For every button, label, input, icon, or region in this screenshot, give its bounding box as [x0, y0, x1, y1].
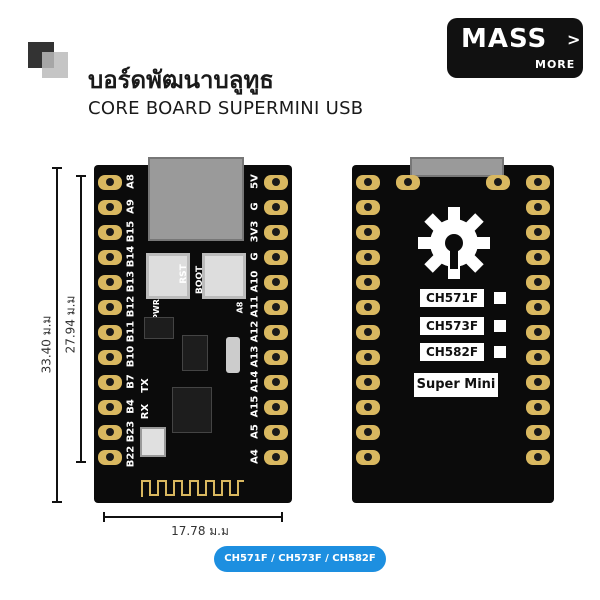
- dim-width: 17.78 ม.ม: [171, 524, 229, 538]
- pad-right: [264, 400, 288, 415]
- pad-right: [526, 325, 550, 340]
- chip-label-ch571f: CH571F: [420, 289, 484, 307]
- pad-left: [98, 325, 122, 340]
- pad-right: [526, 300, 550, 315]
- pad-inner: [486, 175, 510, 190]
- usb-connector-back: [410, 157, 504, 177]
- page-title: บอร์ดพัฒนาบลูทูธ: [88, 66, 274, 94]
- brand-name: MASS: [461, 24, 548, 54]
- pad-left: [98, 425, 122, 440]
- arrow-icon: >: [567, 30, 581, 49]
- pad-right: [264, 250, 288, 265]
- chip-variants-tag: CH571F / CH573F / CH582F: [214, 546, 386, 572]
- brand-logo: MASS > MORE: [447, 18, 583, 78]
- pad-right: [264, 375, 288, 390]
- pad-left: [356, 200, 380, 215]
- pad-left: [356, 275, 380, 290]
- pad-left: [356, 225, 380, 240]
- antenna-trace: [141, 480, 244, 497]
- pad-right: [264, 200, 288, 215]
- pin-label-left: B22: [125, 445, 137, 468]
- pad-right: [264, 275, 288, 290]
- dim-height-outer: 33.40 ม.ม: [39, 315, 54, 374]
- pad-left: [98, 175, 122, 190]
- rst-label: RST: [178, 264, 189, 284]
- pad-left: [98, 225, 122, 240]
- pad-right: [526, 350, 550, 365]
- pad-right: [526, 425, 550, 440]
- dim-height-pins: 27.94 ม.ม: [63, 295, 78, 354]
- pad-right: [526, 250, 550, 265]
- mcu-chip: [172, 387, 212, 433]
- pad-right: [526, 175, 550, 190]
- pad-left: [356, 425, 380, 440]
- a8-inner-label: A8: [235, 301, 245, 314]
- pad-left: [98, 375, 122, 390]
- pad-left: [98, 275, 122, 290]
- pad-right: [526, 275, 550, 290]
- chip-label-ch573f: CH573F: [420, 317, 484, 335]
- pad-right: [264, 300, 288, 315]
- boot-button[interactable]: [202, 253, 246, 299]
- pad-right: [264, 175, 288, 190]
- pad-right: [526, 200, 550, 215]
- pad-right: [526, 375, 550, 390]
- regulator-chip: [144, 317, 174, 339]
- brand-sub: MORE: [535, 58, 576, 71]
- tx-label: TX: [139, 378, 151, 393]
- pin-label-right: A4: [249, 449, 261, 464]
- rst-button[interactable]: [146, 253, 190, 299]
- usb-connector: [148, 157, 244, 241]
- chip-label-ch582f: CH582F: [420, 343, 484, 361]
- pad-right: [526, 225, 550, 240]
- pad-right: [264, 450, 288, 465]
- pad-left: [356, 300, 380, 315]
- pad-right: [526, 400, 550, 415]
- boot-label: BOOT: [195, 265, 206, 295]
- pad-left: [356, 325, 380, 340]
- pad-left: [98, 300, 122, 315]
- pad-left: [98, 250, 122, 265]
- pad-left: [356, 450, 380, 465]
- pad-left: [356, 375, 380, 390]
- page-subtitle: CORE BOARD SUPERMINI USB: [88, 98, 364, 119]
- crystal: [140, 427, 166, 457]
- pad-left: [356, 350, 380, 365]
- pad-left: [98, 450, 122, 465]
- pad-left: [356, 250, 380, 265]
- pad-right: [264, 325, 288, 340]
- checkbox: [494, 292, 506, 304]
- logo-square-light: [42, 52, 68, 78]
- pad-left: [356, 175, 380, 190]
- pad-left: [98, 350, 122, 365]
- board-back: CH571F CH573F CH582F Super Mini: [352, 157, 554, 503]
- pad-left: [98, 200, 122, 215]
- pad-right: [264, 425, 288, 440]
- pad-left: [98, 400, 122, 415]
- small-chip: [182, 335, 208, 371]
- rx-label: RX: [140, 403, 152, 420]
- checkbox: [494, 320, 506, 332]
- crystal-small: [226, 337, 240, 373]
- pad-right: [264, 350, 288, 365]
- pad-inner: [396, 175, 420, 190]
- board-front: RST BOOT PWR A8 TX RX A8 A9 B15 B14 B13 …: [94, 157, 292, 503]
- pad-right: [526, 450, 550, 465]
- pad-right: [264, 225, 288, 240]
- gear-icon: [418, 207, 490, 279]
- checkbox: [494, 346, 506, 358]
- pad-left: [356, 400, 380, 415]
- model-label: Super Mini: [414, 373, 498, 397]
